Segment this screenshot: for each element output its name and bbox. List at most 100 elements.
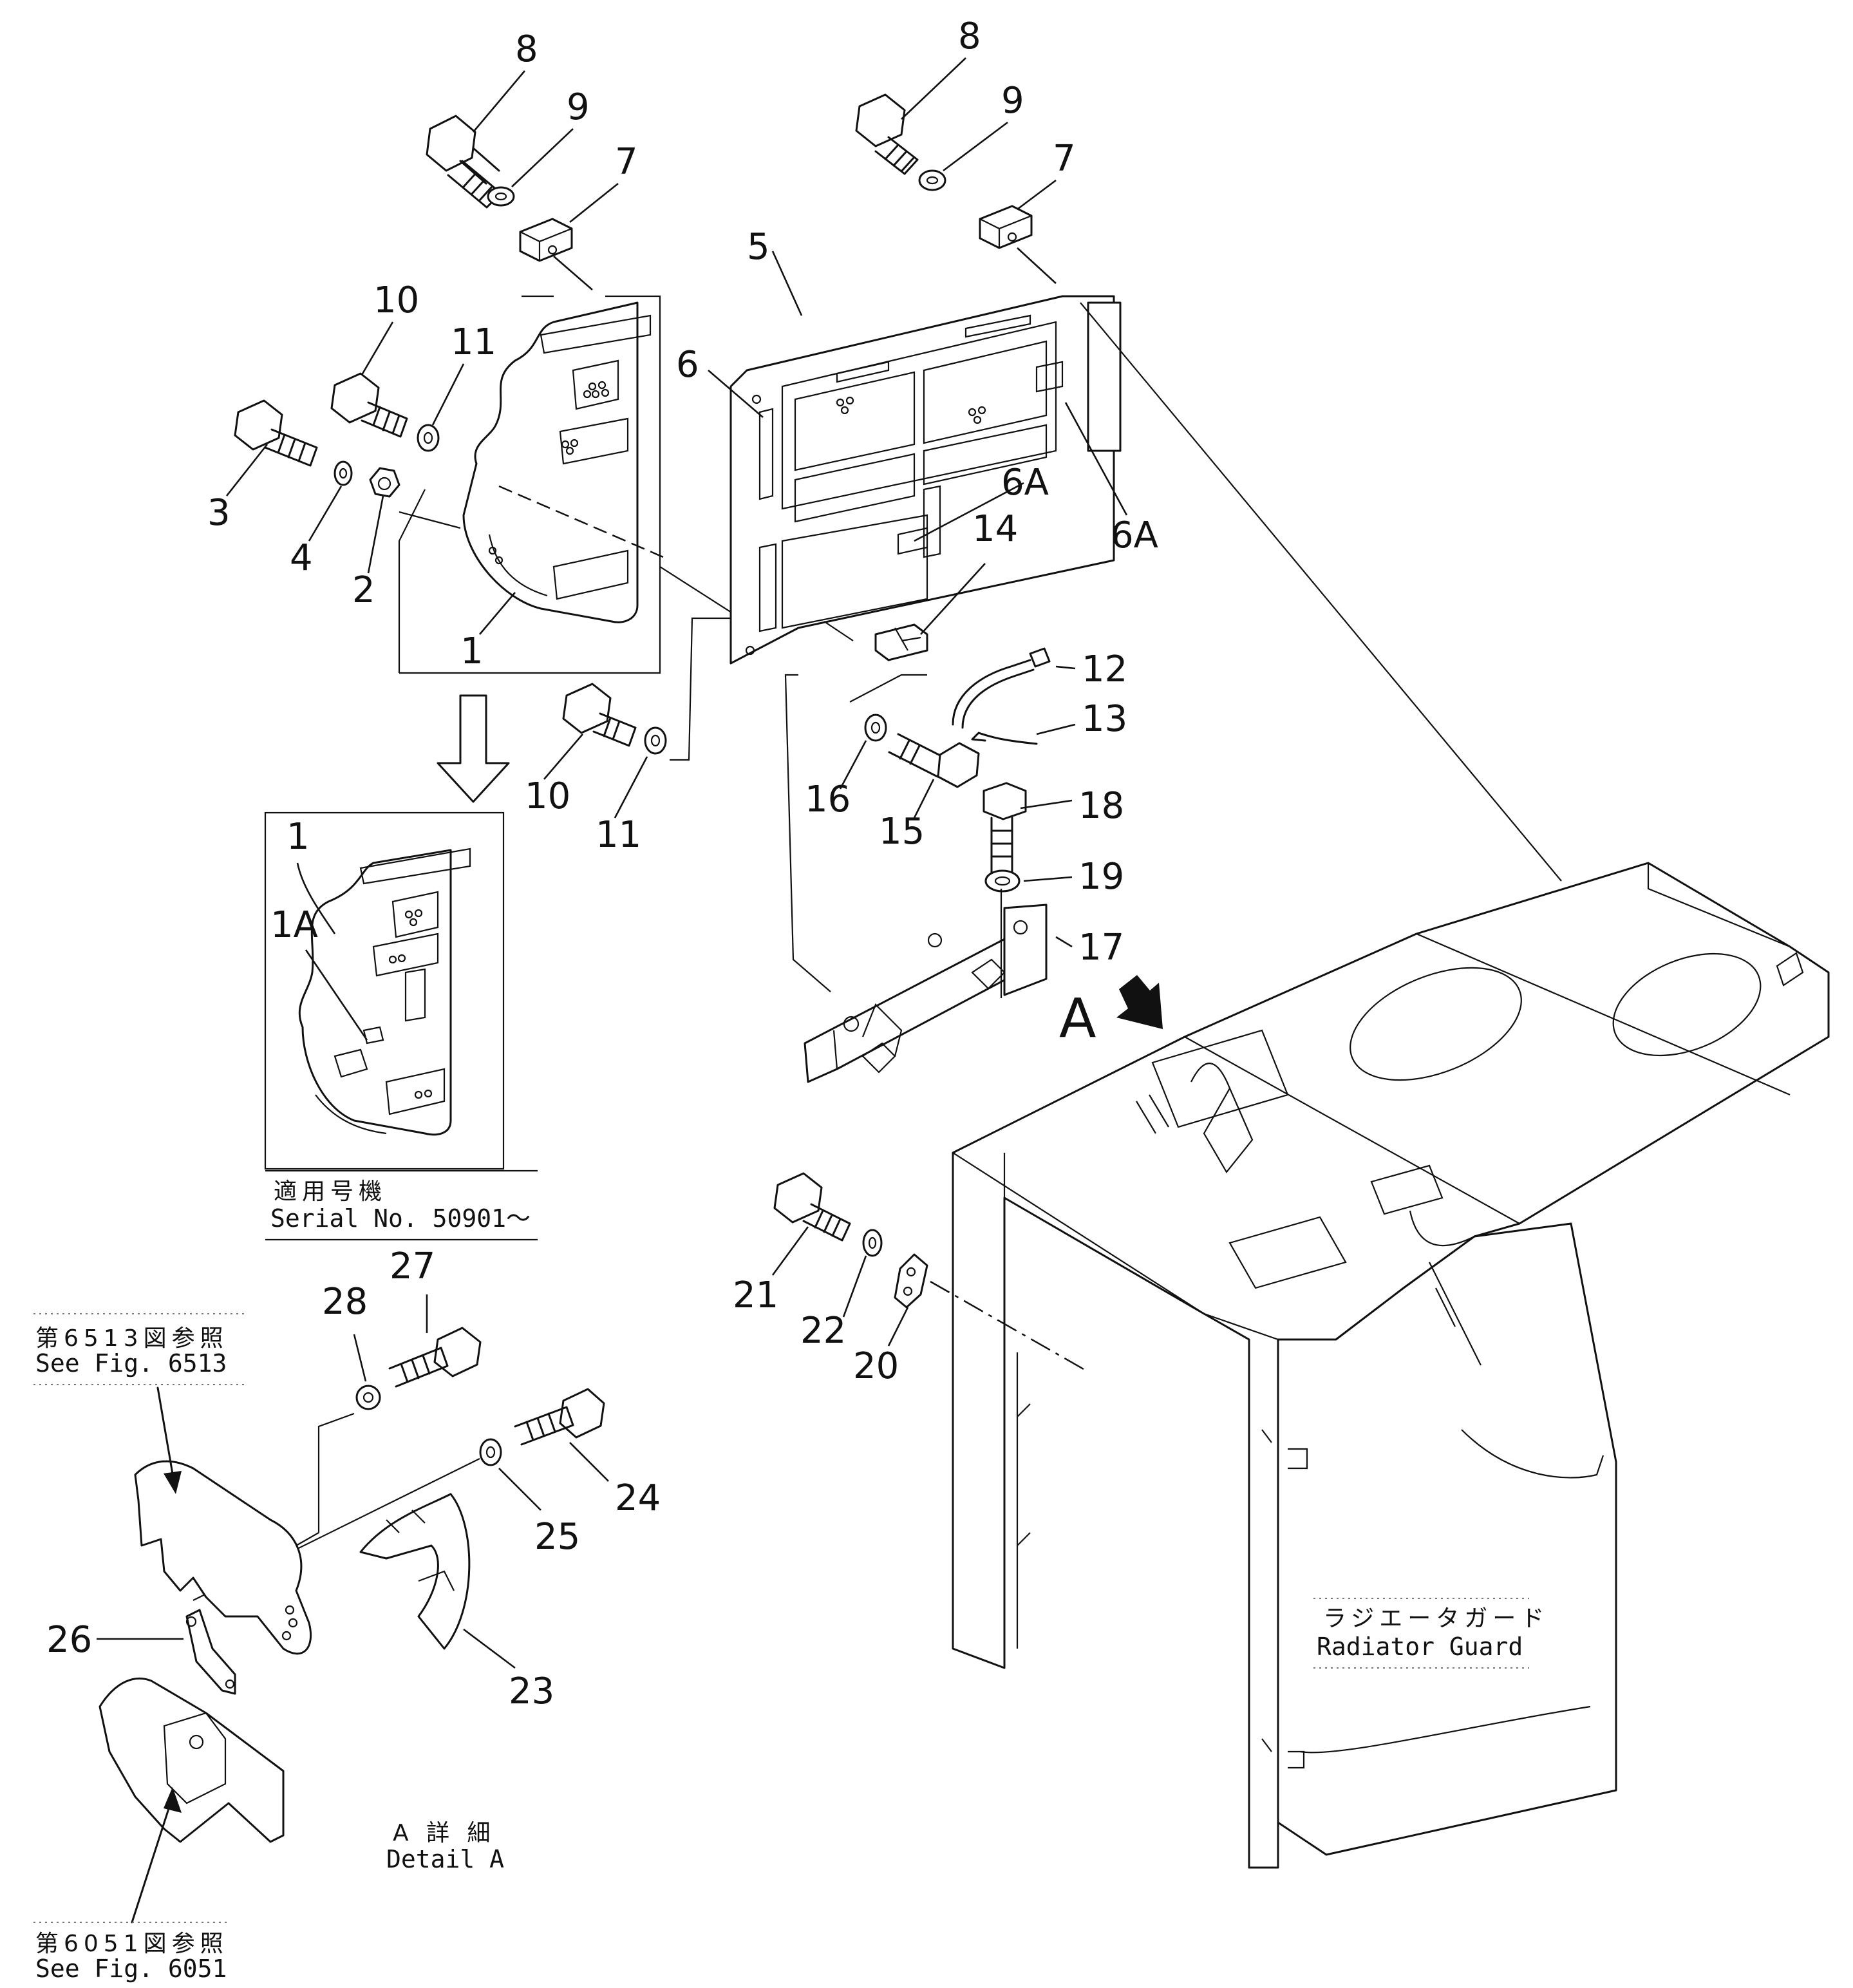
callout-16: 16 (805, 779, 851, 820)
callout-17: 17 (1078, 927, 1124, 969)
washer-25 (479, 1438, 502, 1466)
leader-1-upper (479, 592, 516, 635)
callout-5: 5 (747, 226, 770, 268)
leader-10-upper (361, 321, 394, 375)
leader-28 (353, 1334, 367, 1382)
bolt-21 (773, 1172, 851, 1242)
serial-note-en: Serial No. 50901～ (270, 1204, 531, 1233)
line-plate20-to-radiator (930, 1280, 1089, 1373)
serial-note-jp: 適用号機 (274, 1179, 387, 1205)
leader-18 (1020, 799, 1073, 809)
washer-28 (355, 1385, 381, 1410)
callout-28: 28 (322, 1281, 368, 1323)
washer-11-lower (644, 726, 667, 755)
leader-4 (308, 486, 343, 542)
callout-20: 20 (853, 1345, 899, 1387)
leader-11-lower (614, 756, 648, 819)
leader-9-left (511, 128, 574, 187)
callout-4: 4 (290, 537, 313, 579)
callout-8-right: 8 (958, 15, 981, 57)
callout-7-right: 7 (1053, 138, 1076, 180)
leader-10-lower (543, 734, 583, 780)
bolt-8-left (426, 115, 502, 209)
leader-7-right-top (1017, 179, 1057, 211)
arrow-down-fig6513-icon (156, 1387, 182, 1494)
fig6513-note-en: See Fig. 6513 (35, 1349, 227, 1377)
callout-22: 22 (800, 1310, 846, 1352)
callout-9-left: 9 (567, 86, 590, 128)
callout-23: 23 (509, 1671, 554, 1712)
callout-21: 21 (733, 1274, 778, 1316)
leader-9-right (943, 121, 1008, 172)
detail-a-frame-upper (134, 1460, 312, 1655)
leader-24 (569, 1442, 609, 1482)
leader-22 (842, 1255, 867, 1318)
line-panel1-left (399, 511, 461, 529)
nut-7-right (979, 205, 1033, 249)
callout-1-upper: 1 (460, 630, 484, 672)
leader-6 (708, 370, 764, 418)
leader-19 (1023, 876, 1073, 882)
line-panel5-to-radiator (1080, 302, 1562, 882)
bolt-24 (514, 1388, 605, 1446)
washer-9-left (487, 186, 515, 207)
callout-11-upper: 11 (451, 321, 496, 363)
line-bracket14 (823, 621, 854, 641)
view-a-arrow-icon (1116, 975, 1163, 1029)
leader-7-right (1017, 247, 1057, 284)
leader-2 (367, 495, 384, 574)
bolt-27 (388, 1327, 482, 1388)
washer-4 (334, 460, 353, 486)
washer-9-right (918, 169, 946, 191)
leader-16 (839, 740, 867, 790)
line-panel1-right (659, 566, 741, 619)
callout-14: 14 (972, 508, 1018, 550)
detail-a-note-en: Detail A (386, 1845, 504, 1873)
washer-19 (984, 869, 1021, 893)
leader-6A-b (1064, 402, 1128, 516)
callout-2: 2 (352, 569, 375, 611)
leader-1-inset (296, 862, 336, 934)
callout-11-lower: 11 (596, 814, 641, 856)
leader-8-right (901, 57, 966, 120)
washer-22 (862, 1229, 883, 1257)
bolt-18 (983, 782, 1027, 877)
leader-7-left-top (569, 182, 619, 223)
line-washer16 (849, 674, 927, 703)
bolt-10-upper (330, 372, 408, 438)
callout-1A: 1A (270, 904, 318, 946)
callout-6A-b: 6A (1111, 515, 1158, 556)
panel-1-part (462, 301, 652, 623)
callout-6A-a: 6A (1001, 462, 1049, 504)
leader-14 (920, 563, 986, 635)
bracket-17 (804, 904, 1048, 1083)
bolt-3 (234, 399, 318, 467)
panel-1-outline-box (398, 295, 661, 674)
nut-7-left (519, 218, 573, 262)
bolt-10-lower (562, 683, 637, 747)
serial-inset-box (264, 811, 505, 1170)
fig6051-note-jp: 第6051図参照 (35, 1931, 229, 1957)
leader-3 (225, 444, 268, 497)
leader-6A-a (914, 482, 1024, 542)
detail-a-frame-lower (99, 1677, 285, 1843)
leader-20 (887, 1307, 909, 1347)
callout-18: 18 (1078, 785, 1124, 827)
leader-17 (1055, 936, 1073, 948)
callout-26: 26 (46, 1619, 92, 1661)
leader-8-left (473, 70, 525, 133)
leader-25 (498, 1468, 541, 1511)
arrow-up-icon (131, 1787, 182, 1924)
detail-a-bracket-26 (185, 1609, 236, 1695)
radiator-guard (952, 862, 1830, 1869)
plate-20 (894, 1253, 928, 1309)
callout-19: 19 (1078, 856, 1124, 898)
leader-23 (463, 1628, 516, 1669)
callout-1-inset: 1 (287, 816, 310, 858)
radiator-note-jp: ラジエータガード (1323, 1605, 1549, 1632)
detail-a-note-jp: A 詳 細 (393, 1820, 496, 1846)
bracket-14 (874, 623, 928, 661)
washer-16 (864, 714, 887, 742)
callout-10-upper: 10 (373, 279, 419, 321)
